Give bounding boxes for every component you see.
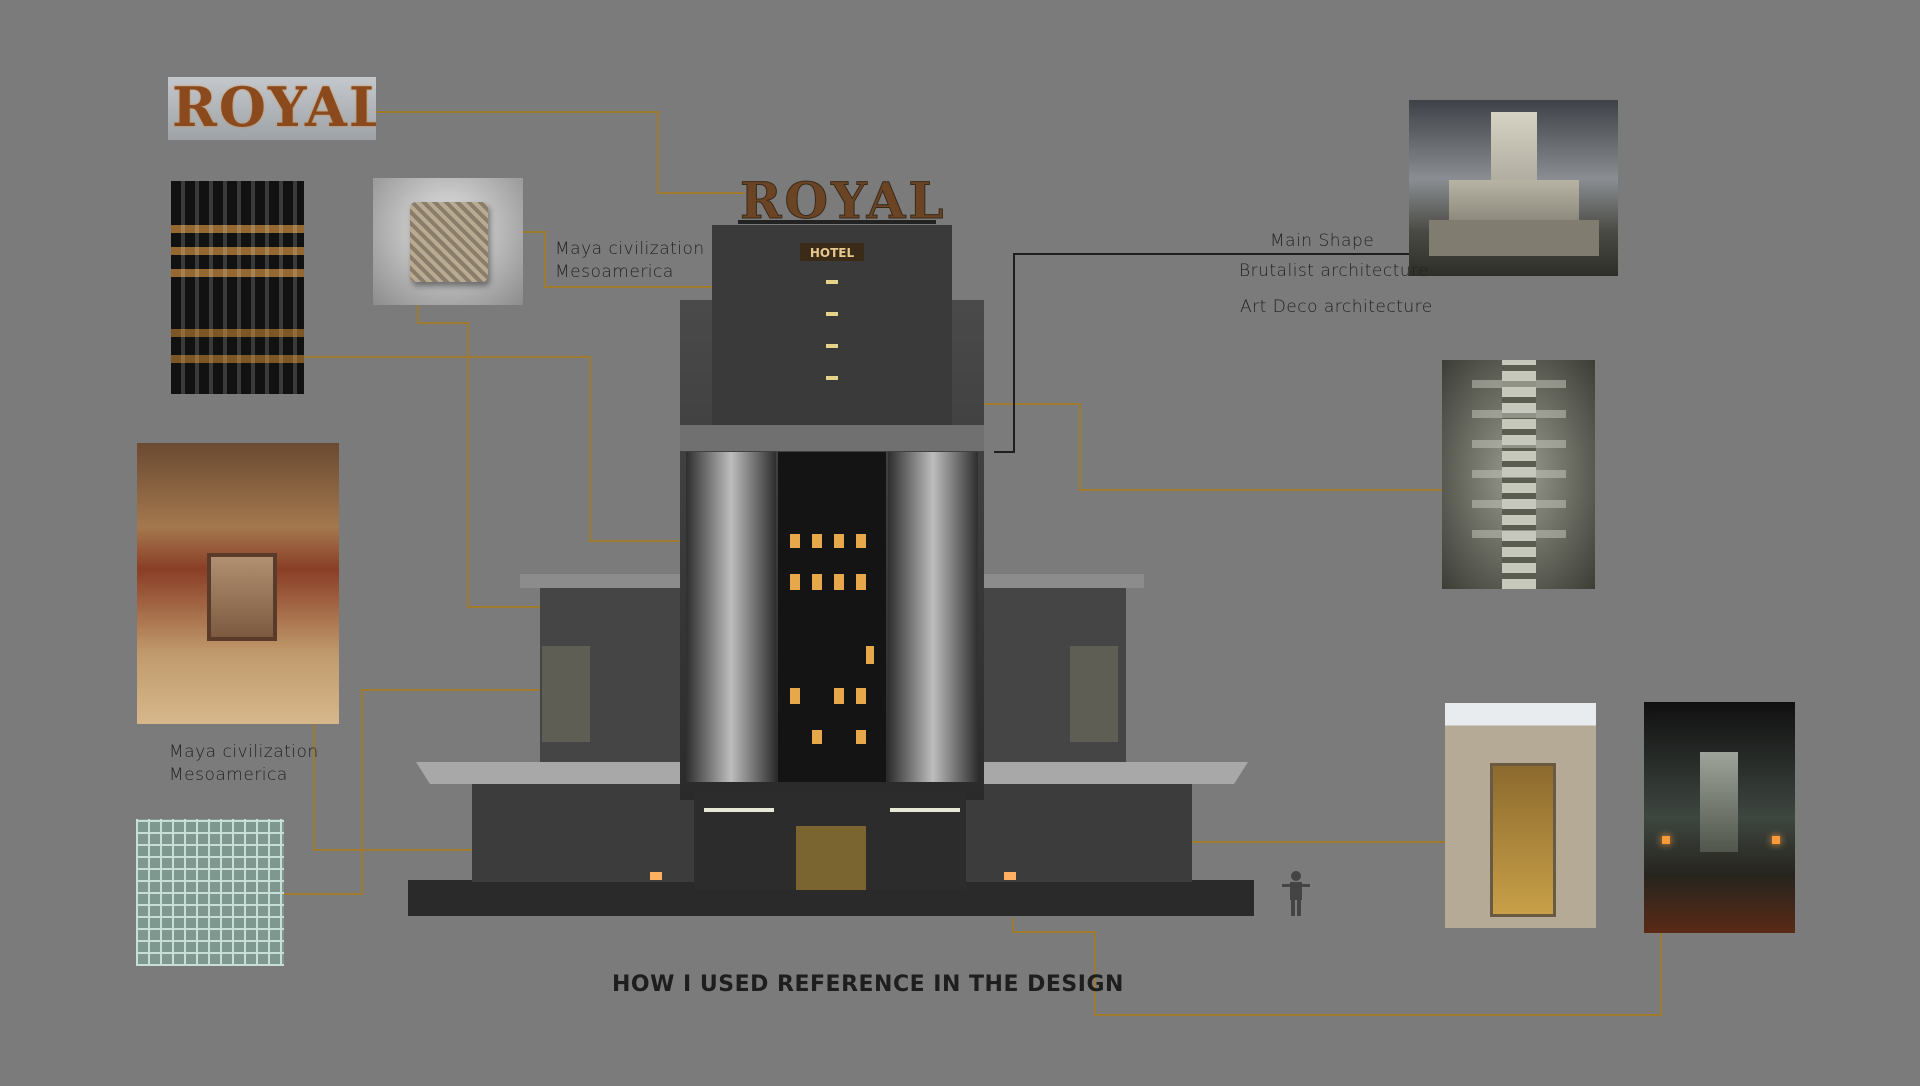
maya-temple-reference	[137, 443, 339, 724]
night-building-reference	[1644, 702, 1795, 933]
maya-temple-caption: Maya civilization Mesoamerica	[169, 742, 319, 785]
right-wing-lower	[962, 770, 1192, 882]
left-wing-lower	[472, 770, 702, 882]
line-maya-tile-2	[417, 290, 555, 608]
window-column	[778, 452, 886, 782]
left-glass-block	[542, 646, 590, 742]
lamp-posts	[650, 872, 1016, 880]
hotel-sign-text: HOTEL	[810, 246, 855, 260]
glass-block-reference	[136, 819, 284, 966]
radio-kootwijk-reference	[1409, 100, 1618, 276]
line-glass	[284, 689, 556, 895]
left-panel	[686, 452, 776, 782]
board-title: HOW I USED REFERENCE IN THE DESIGN	[612, 972, 1124, 997]
royal-sign-text: ROYAL	[172, 77, 376, 139]
line-night	[1012, 905, 1662, 1016]
line-column	[905, 403, 1447, 491]
brutalist-label: Brutalist architecture	[1239, 261, 1430, 281]
lit-windows-reference	[171, 181, 304, 394]
right-glass-block	[1070, 646, 1118, 742]
maya-tile-reference	[373, 178, 523, 305]
left-canopy	[416, 762, 706, 784]
line-main-shape	[994, 253, 1413, 453]
right-canopy	[958, 762, 1248, 784]
royal-sign-reference: ROYAL	[168, 77, 376, 140]
art-deco-label: Art Deco architecture	[1240, 297, 1433, 317]
right-panel	[888, 452, 978, 782]
entrance-doors	[796, 826, 866, 890]
hotel-sign-plate	[800, 243, 864, 261]
human-scale-figure	[1282, 871, 1310, 916]
tower-frieze	[680, 425, 984, 451]
ribbed-column-reference	[1442, 360, 1595, 589]
main-shape-label: Main Shape	[1270, 231, 1375, 251]
line-royal	[376, 111, 745, 194]
golden-door-reference	[1445, 703, 1596, 928]
maya-tile-caption: Maya civilization Mesoamerica	[555, 239, 705, 282]
